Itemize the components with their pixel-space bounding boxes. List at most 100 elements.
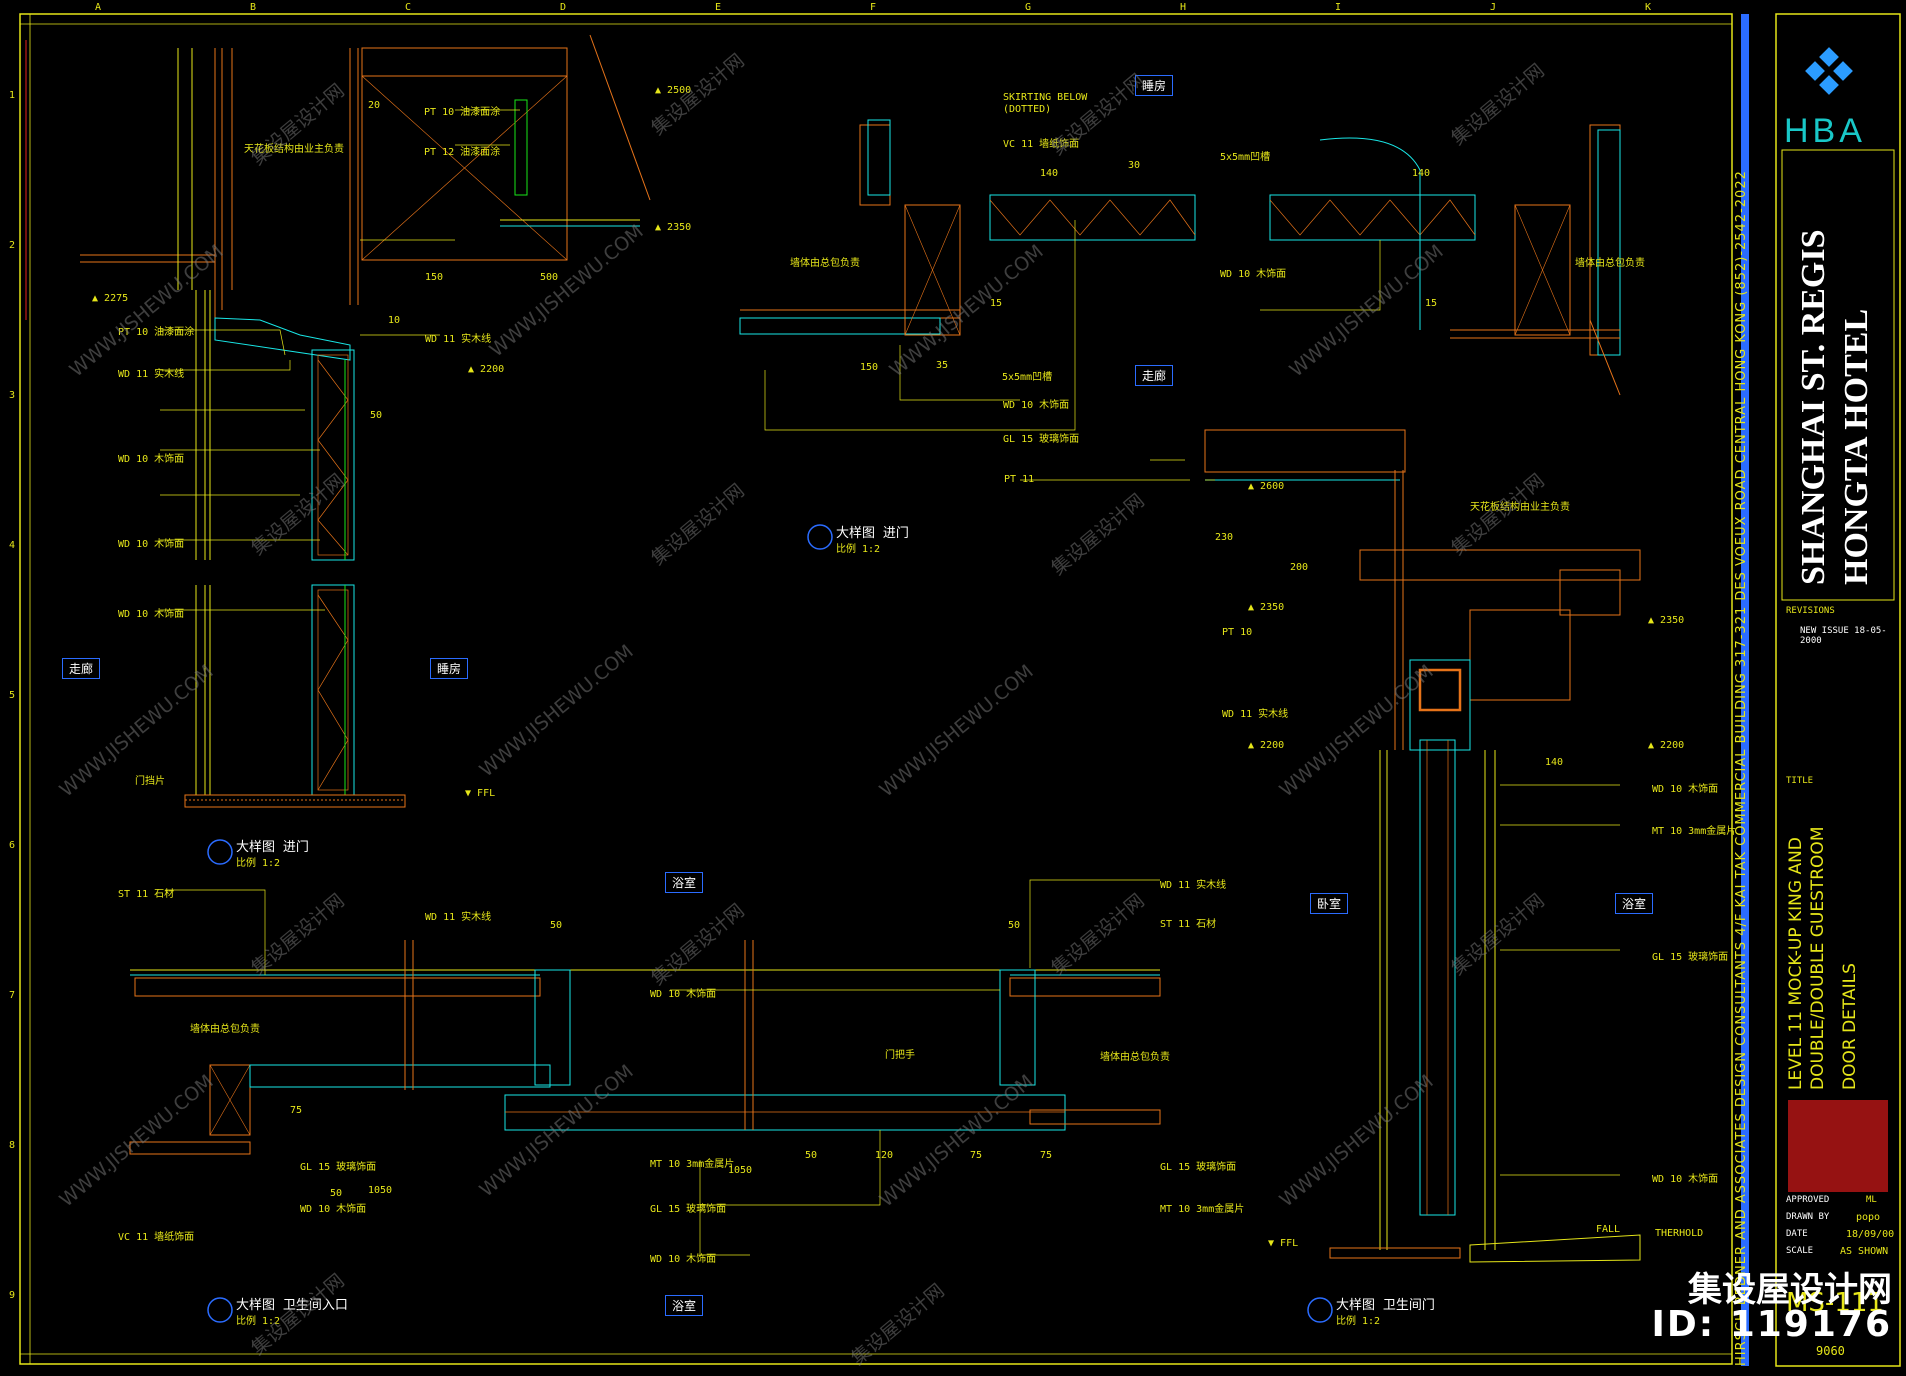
approved-label: APPROVED [1786, 1195, 1830, 1205]
tag-gl-15-c: GL 15 玻璃饰面 [650, 1204, 727, 1215]
tag-wd-10-g: WD 10 木饰面 [1652, 1174, 1719, 1185]
detail-1-section [80, 34, 651, 808]
grid-row-7: 7 [9, 990, 16, 1001]
level-ffl-1: ▼ FFL [465, 788, 496, 799]
note-door-handle: 门把手 [885, 1050, 915, 1061]
dim-text: 120 [875, 1150, 894, 1161]
note-skirting: SKIRTING BELOW [1003, 92, 1088, 103]
detail-title-text: 大样图 进门 [836, 526, 909, 541]
note-fall: FALL [1596, 1224, 1621, 1235]
tag-pt-11: PT 11 [1004, 474, 1035, 485]
note-threshold: THERHOLD [1655, 1228, 1704, 1239]
note-ceiling: 天花板结构由业主负责 [244, 144, 344, 155]
grid-col-d: D [560, 2, 567, 13]
drawing-title-2: DOUBLE/DOUBLE GUESTROOM [1808, 826, 1828, 1090]
title-block-inner [1781, 149, 1895, 601]
dim-text: 50 [370, 410, 383, 421]
brand-overlay-id: ID: 119176 [1651, 1304, 1892, 1345]
detail-scale-text: 比例 1:2 [236, 1316, 281, 1327]
detail-scale-text: 比例 1:2 [1336, 1316, 1381, 1327]
tag-st-11: ST 11 石材 [118, 889, 175, 900]
scale-value: AS SHOWN [1840, 1246, 1889, 1257]
tag-gl-15-d: GL 15 玻璃饰面 [300, 1162, 377, 1173]
room-tag-bedroom-right: 卧室 [1310, 893, 1349, 914]
level-2275: ▲ 2275 [92, 293, 129, 304]
dim-text: 150 [425, 272, 444, 283]
note-wall-top-left: 墙体由总包负责 [790, 258, 860, 269]
project-name-line-2: HONGTA HOTEL [1838, 308, 1875, 585]
grid-row-1: 1 [9, 90, 16, 101]
grid-col-g: G [1025, 2, 1032, 13]
dim-text: 10 [388, 315, 401, 326]
hba-logo-text: HBA [1784, 112, 1866, 150]
tag-wd-10-b: WD 10 木饰面 [118, 539, 185, 550]
dim-text: 35 [936, 360, 949, 371]
tag-wd-11: WD 11 实木线 [118, 369, 185, 380]
tag-wd-10-c: WD 10 木饰面 [118, 609, 185, 620]
note-wall-bottom-right: 墙体由总包负责 [1100, 1052, 1170, 1063]
tag-mt-10-c: MT 10 3mm金属片 [1160, 1204, 1245, 1215]
dim-text: 50 [1008, 920, 1021, 931]
room-tag-bath-mid: 浴室 [665, 872, 704, 893]
firm-address: HIRSCH BEDNER AND ASSOCIATES DESIGN CONS… [1734, 170, 1749, 1366]
tag-pt-12: PT 12 油漆面涂 [424, 147, 501, 158]
tag-mt-10: MT 10 3mm金属片 [1652, 826, 1737, 837]
tag-st-11-b: ST 11 石材 [1160, 919, 1217, 930]
note-dotted: (DOTTED) [1003, 104, 1052, 115]
tag-wd-11-d: WD 11 实木线 [425, 912, 492, 923]
detail-2-section [129, 940, 1161, 1155]
level-2200-c: ▲ 2200 [1648, 740, 1685, 751]
dim-text: 230 [1215, 532, 1234, 543]
title-label: TITLE [1786, 776, 1814, 786]
scale-label: SCALE [1786, 1246, 1814, 1256]
tag-gl-15-b: GL 15 玻璃饰面 [1652, 952, 1729, 963]
brand-overlay-name: 集设屋设计网 [1688, 1270, 1892, 1310]
tag-gl-15: GL 15 玻璃饰面 [1003, 434, 1080, 445]
dim-text: 140 [1412, 168, 1431, 179]
dim-text: 200 [1290, 562, 1309, 573]
detail-scale-text: 比例 1:2 [236, 858, 281, 869]
drawn-by-label: DRAWN BY [1786, 1212, 1830, 1222]
detail-2-bubble [207, 1297, 233, 1323]
red-notes-box [1788, 1100, 1888, 1192]
note-slot-top: 5x5mm凹槽 [1220, 152, 1271, 163]
project-name-line-1: SHANGHAI ST. REGIS [1795, 229, 1832, 585]
detail-title-text: 大样图 进门 [236, 840, 309, 855]
tag-wd-10-f: WD 10 木饰面 [1652, 784, 1719, 795]
level-2350-a: ▲ 2350 [655, 222, 692, 233]
grid-col-e: E [715, 2, 722, 13]
dim-text: 50 [805, 1150, 818, 1161]
dim-text: 30 [1128, 160, 1141, 171]
tag-wd-10-h: WD 10 木饰面 [650, 989, 717, 1000]
approved-value: ML [1866, 1195, 1877, 1205]
level-2200-b: ▲ 2200 [1248, 740, 1285, 751]
dim-text: 50 [330, 1188, 343, 1199]
detail-3-bubble [807, 524, 833, 550]
dim-text: 15 [1425, 298, 1438, 309]
tag-mt-10-b: MT 10 3mm金属片 [650, 1159, 735, 1170]
grid-col-j: J [1490, 2, 1497, 13]
date-value: 18/09/00 [1846, 1229, 1895, 1240]
grid-col-a: A [95, 2, 102, 13]
room-tag-bath-right: 浴室 [1615, 893, 1654, 914]
tag-pt-10: PT 10 油漆面涂 [118, 327, 195, 338]
grid-row-2: 2 [9, 240, 16, 251]
note-slot-bottom: 5x5mm凹槽 [1002, 372, 1053, 383]
tag-wd-11-c: WD 11 实木线 [1222, 709, 1289, 720]
tag-vc-11: VC 11 墙纸饰面 [1003, 139, 1080, 150]
date-label: DATE [1786, 1229, 1808, 1239]
tag-wd-11-e: WD 11 实木线 [1160, 880, 1227, 891]
note-ceiling-right: 天花板结构由业主负责 [1470, 502, 1570, 513]
tag-gl-15-e: GL 15 玻璃饰面 [1160, 1162, 1237, 1173]
detail-title-text: 大样图 卫生间入口 [236, 1298, 348, 1313]
detail-3-section [739, 119, 1621, 396]
dim-text: 150 [860, 362, 879, 373]
tag-pt-10-b: PT 10 油漆面涂 [424, 107, 501, 118]
revisions-label: REVISIONS [1786, 606, 1835, 616]
level-2600: ▲ 2600 [1248, 481, 1285, 492]
dim-text: 75 [290, 1105, 303, 1116]
drawn-by-value: popo [1856, 1212, 1881, 1223]
detail-scale-text: 比例 1:2 [836, 544, 881, 555]
hba-logo-mark [1805, 47, 1853, 95]
